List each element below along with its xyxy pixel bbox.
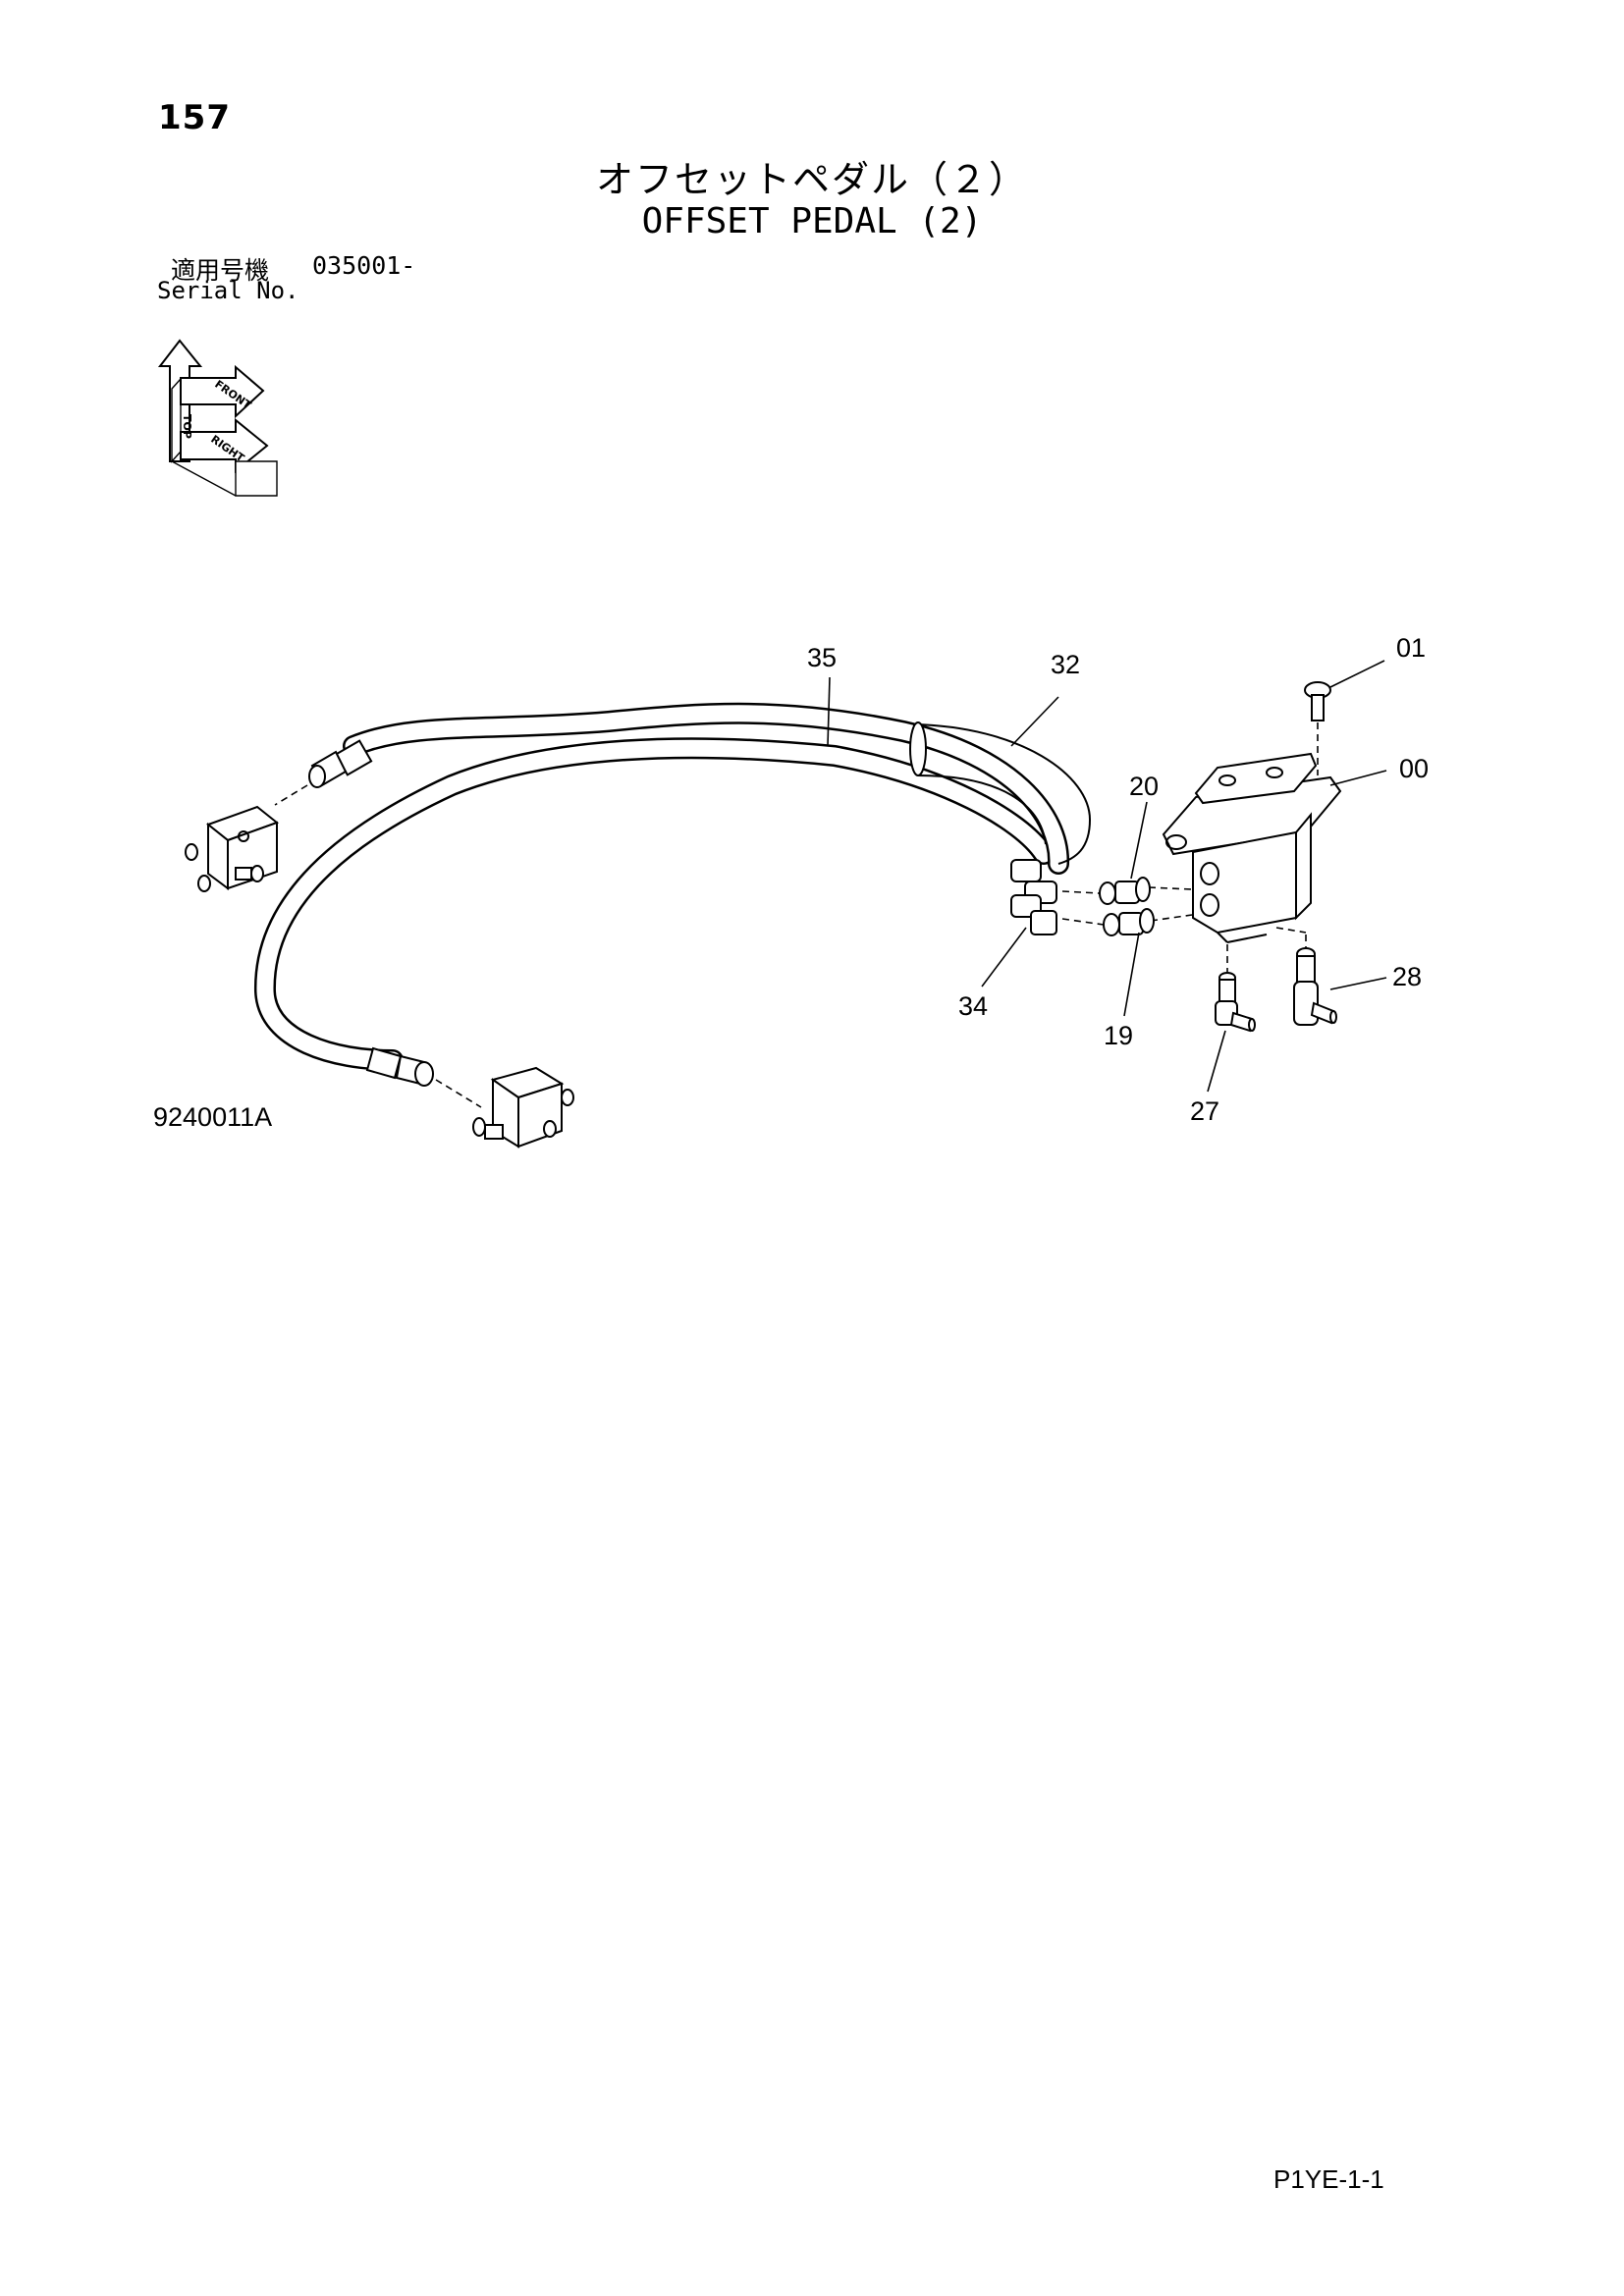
orientation-icon: TOP FRONT RIGHT bbox=[157, 339, 278, 497]
elbow-34 bbox=[1010, 859, 1057, 935]
orientation-top-label: TOP bbox=[181, 414, 193, 439]
bolt-01 bbox=[1304, 681, 1331, 775]
valve-block-lower bbox=[472, 1066, 574, 1148]
fitting-27 bbox=[1215, 972, 1256, 1033]
callout-leaders bbox=[827, 660, 1387, 1093]
callout-28: 28 bbox=[1392, 962, 1423, 991]
hose-fitting-lower bbox=[365, 1046, 482, 1108]
callout-20: 20 bbox=[1129, 772, 1160, 801]
protector-sleeve-32 bbox=[909, 721, 1092, 865]
serial-label-english: Serial No. bbox=[157, 277, 299, 304]
callout-01: 01 bbox=[1396, 633, 1427, 663]
pedal-valve-00 bbox=[1162, 752, 1342, 943]
callout-32: 32 bbox=[1051, 650, 1081, 679]
callout-34: 34 bbox=[958, 991, 989, 1021]
valve-block-upper-left bbox=[185, 805, 280, 892]
callout-35: 35 bbox=[807, 643, 838, 672]
figure-code: 9240011A bbox=[153, 1102, 273, 1132]
fitting-19 bbox=[1103, 908, 1155, 936]
serial-number-value: 035001- bbox=[312, 251, 416, 280]
page-number: 157 bbox=[158, 98, 231, 137]
hose-upper bbox=[343, 702, 1070, 875]
page-title-japanese: オフセットペダル（２） bbox=[595, 158, 1028, 201]
fitting-28 bbox=[1293, 947, 1337, 1026]
callout-00: 00 bbox=[1399, 754, 1430, 783]
page-title-english: OFFSET PEDAL (2) bbox=[641, 201, 983, 241]
callout-27: 27 bbox=[1190, 1096, 1220, 1126]
hose-35 bbox=[253, 737, 1055, 1071]
page-reference: P1YE-1-1 bbox=[1273, 2164, 1384, 2194]
fitting-20 bbox=[1099, 877, 1151, 905]
hose-fitting-upper bbox=[274, 739, 373, 806]
callout-19: 19 bbox=[1104, 1021, 1134, 1050]
serial-label-japanese: 適用号機 bbox=[171, 256, 270, 285]
